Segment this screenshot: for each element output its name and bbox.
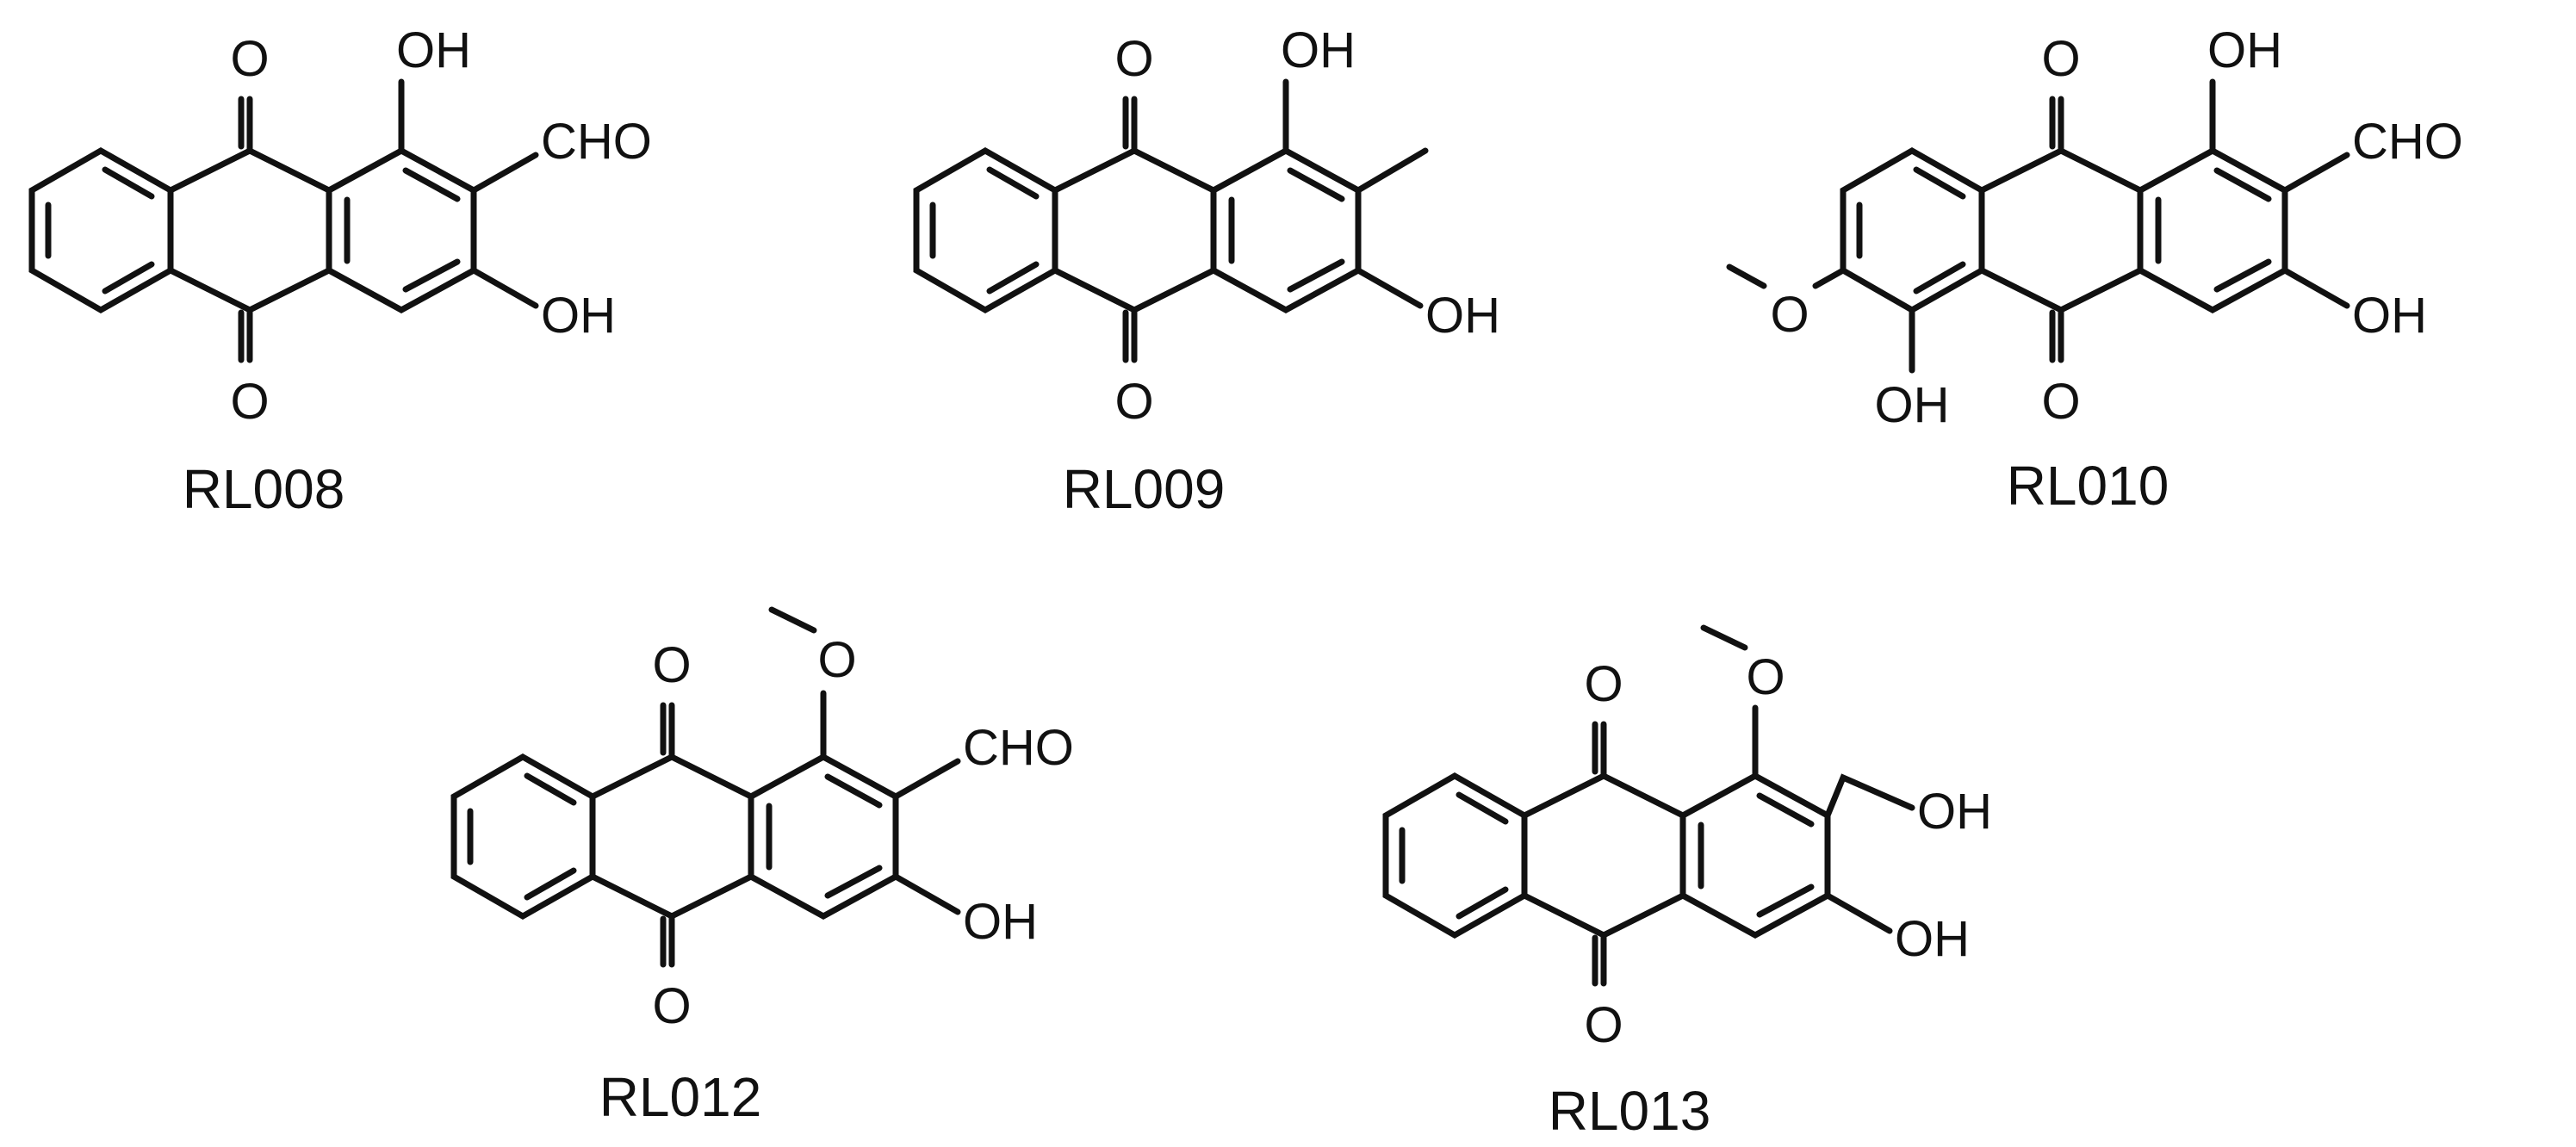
rl010-methoxy-o: O <box>1770 287 1809 343</box>
rl009-bonds <box>913 78 1429 363</box>
rl012-carbonyl-o-top: O <box>652 637 691 693</box>
rl010-carbonyl-o-top: O <box>2041 31 2080 87</box>
rl012-carbonyl-o-bottom: O <box>652 978 691 1034</box>
rl012-aldehyde: CHO <box>963 720 1074 776</box>
rl010-bonds <box>1726 78 2350 374</box>
rl013-carbonyl-o-bottom: O <box>1584 997 1623 1053</box>
rl009-carbonyl-o-top: O <box>1114 31 1153 87</box>
compound-rl012: O O O CHO OH RL012 <box>450 606 1074 1128</box>
rl013-methoxy-o: O <box>1746 649 1785 705</box>
rl009-hydroxyl-3: OH <box>1425 288 1500 344</box>
compound-rl008: O O OH CHO OH RL008 <box>28 22 652 520</box>
compound-rl013: O O O OH OH RL013 <box>1382 624 1992 1142</box>
compound-rl009: O O OH OH RL009 <box>913 22 1500 520</box>
rl008-aldehyde: CHO <box>541 114 652 170</box>
rl013-hydroxyl-3: OH <box>1895 911 1970 967</box>
rl009-label: RL009 <box>1063 458 1226 520</box>
rl013-label: RL013 <box>1549 1080 1711 1142</box>
rl008-label: RL008 <box>183 458 345 520</box>
rl012-methoxy-o: O <box>817 632 856 688</box>
rl012-bonds <box>450 606 961 968</box>
rl008-hydroxyl-1: OH <box>396 22 471 78</box>
rl013-hydroxymethyl-oh: OH <box>1917 784 1992 840</box>
rl009-hydroxyl-1: OH <box>1281 22 1356 78</box>
rl008-carbonyl-o-top: O <box>230 31 269 87</box>
rl008-hydroxyl-3: OH <box>541 288 616 344</box>
rl008-carbonyl-o-bottom: O <box>230 374 269 430</box>
rl010-hydroxyl-3: OH <box>2352 288 2427 344</box>
rl010-carbonyl-o-bottom: O <box>2041 374 2080 430</box>
compound-rl010: O O OH CHO OH O OH RL010 <box>1726 22 2463 517</box>
rl013-bonds <box>1382 624 1915 987</box>
rl009-carbonyl-o-bottom: O <box>1114 374 1153 430</box>
rl010-aldehyde: CHO <box>2352 114 2463 170</box>
rl010-hydroxyl-8: OH <box>1875 377 1950 433</box>
rl010-hydroxyl-1: OH <box>2207 22 2282 78</box>
rl010-label: RL010 <box>2007 455 2169 517</box>
rl013-carbonyl-o-top: O <box>1584 656 1623 712</box>
rl012-label: RL012 <box>599 1066 762 1128</box>
rl012-hydroxyl-3: OH <box>963 894 1038 950</box>
rl008-bonds <box>28 78 539 363</box>
